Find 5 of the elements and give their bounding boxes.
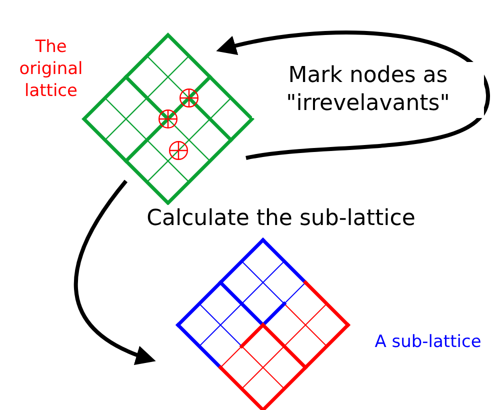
caption-text: A sub-lattice (374, 331, 482, 353)
curved-arrow (216, 30, 490, 160)
edge-label: Mark nodes as "irrevelavants" (252, 62, 484, 118)
curved-arrow (74, 180, 156, 364)
caption-text: The original lattice (18, 36, 84, 102)
